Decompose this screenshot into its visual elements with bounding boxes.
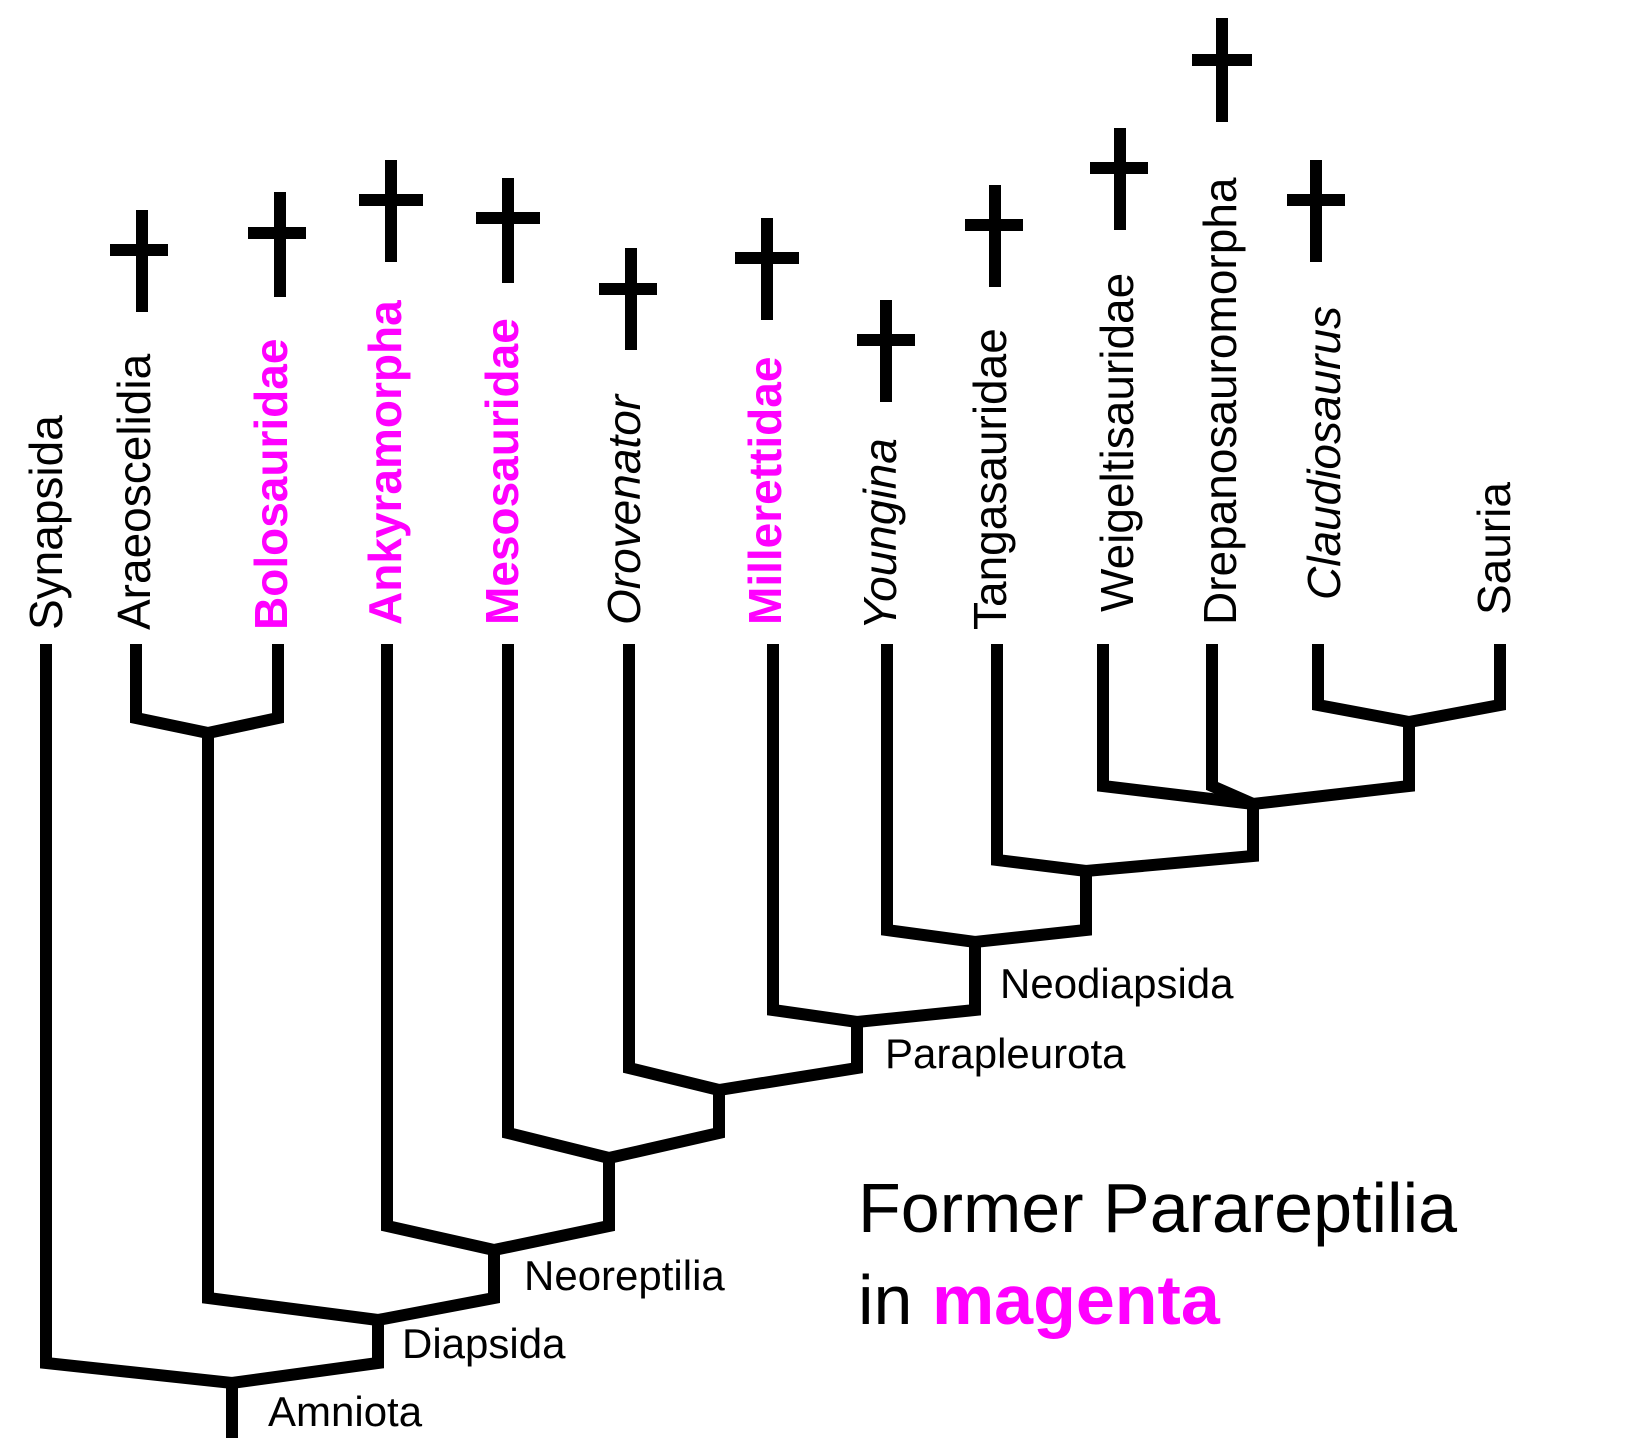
node-label-neodiapsida: Neodiapsida [1000,960,1234,1007]
branch-weigeltisauridae [1097,644,1415,811]
legend-prefix: in [858,1261,912,1339]
dagger-icon [1287,160,1345,262]
legend-accent: magenta [932,1261,1221,1339]
extinction-markers [110,18,1345,402]
dagger-icon [359,160,423,262]
legend-line-2: in magenta [858,1261,1221,1339]
taxon-label-millerettidae: Millerettidae [739,357,791,625]
dagger-icon [965,185,1023,287]
dagger-icon [476,178,540,283]
dagger-icon [248,192,306,297]
node-label-neoreptilia: Neoreptilia [524,1252,725,1299]
node-labels: Amniota Diapsida Neoreptilia Parapleurot… [268,960,1234,1435]
node-label-amniota: Amniota [268,1388,423,1435]
dagger-icon [1090,128,1148,230]
node-label-diapsida: Diapsida [402,1320,566,1367]
legend-line-1: Former Parareptilia [858,1169,1457,1247]
taxon-label-synapsida: Synapsida [20,415,72,630]
node-label-parapleurota: Parapleurota [885,1030,1126,1077]
branch-drepanosauromorpha [1206,644,1261,812]
dagger-icon [599,248,657,350]
branch-claudiosaurus-sauria [1312,644,1506,729]
branch-mesosauridae [502,644,725,1165]
taxon-label-orovenator: Orovenator [598,393,650,625]
branch-diapsida [202,727,500,1327]
branch-tangasauridae [991,644,1259,878]
dagger-icon [1192,18,1252,122]
taxon-label-claudiosaurus: Claudiosaurus [1298,306,1350,600]
taxon-label-drepanosauromorpha: Drepanosauromorpha [1194,177,1246,625]
dagger-icon [735,218,799,320]
branch-ankyramorpha-neoreptilia [381,644,615,1257]
tree-branches [40,644,1506,1438]
dagger-icon [857,300,915,402]
branch-millerettidae-parapleurota [767,644,981,1029]
taxon-label-ankyramorpha: Ankyramorpha [359,300,411,625]
taxon-label-sauria: Sauria [1468,482,1520,615]
taxon-label-bolosauridae: Bolosauridae [245,339,297,630]
taxon-label-youngina: Youngina [854,438,906,630]
taxon-labels: Synapsida Araeoscelidia Bolosauridae Ank… [20,177,1520,630]
taxon-label-araeoscelidia: Araeoscelidia [108,353,160,630]
dagger-icon [110,210,168,312]
taxon-label-mesosauridae: Mesosauridae [476,318,528,625]
legend: Former Parareptilia in magenta [858,1169,1457,1339]
branch-youngina-neodiapsida [881,644,1092,949]
taxon-label-tangasauridae: Tangasauridae [964,328,1016,630]
branch-orovenator [623,644,863,1097]
branch-araeoscelidia-bolosauridae [130,644,284,740]
taxon-label-weigeltisauridae: Weigeltisauridae [1091,273,1143,612]
